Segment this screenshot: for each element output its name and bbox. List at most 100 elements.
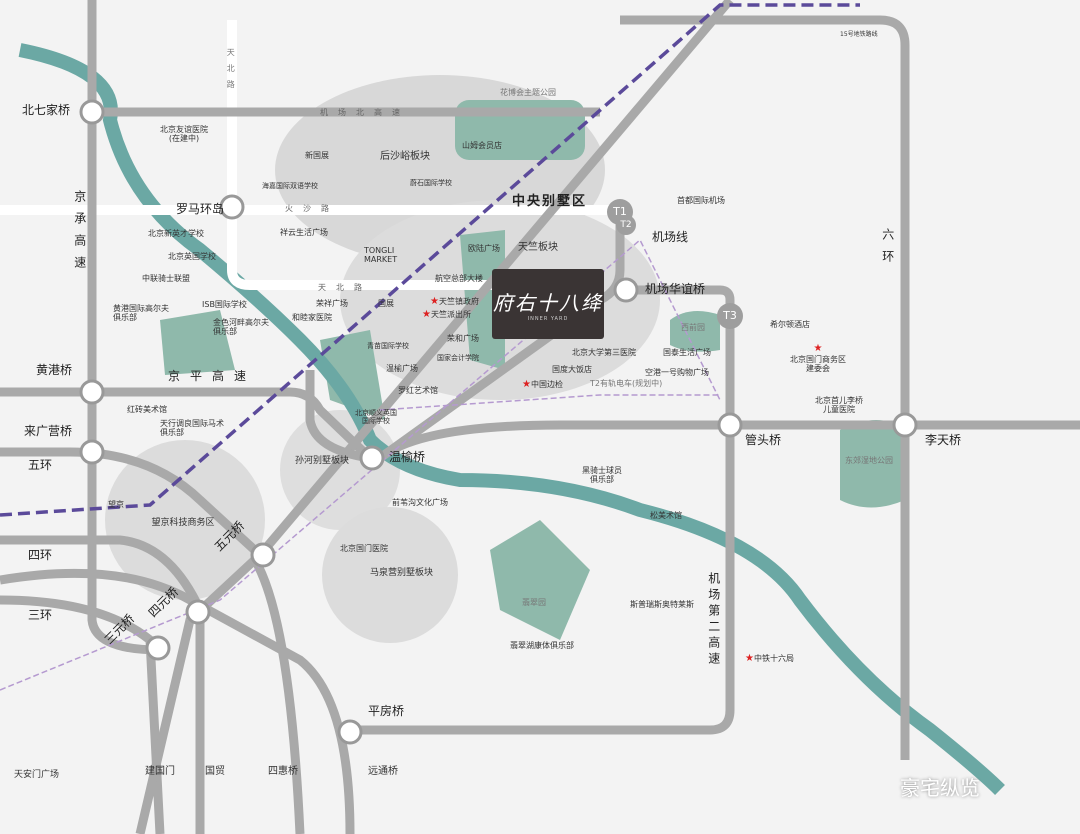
poi-pku3: 北京大学第三医院 bbox=[572, 348, 636, 357]
interchange-laiguangying: 来广营桥 bbox=[24, 424, 73, 438]
poi-hangkong: 航空总部大楼 bbox=[435, 274, 483, 283]
poi-guotai: 国泰生活广场 bbox=[663, 348, 711, 357]
poi-sams: 山姆会员店 bbox=[462, 141, 502, 150]
poi-xiangyun: 祥云生活广场 bbox=[280, 228, 328, 237]
park-xiqian bbox=[670, 311, 720, 352]
airport-line bbox=[0, 238, 721, 691]
poi-guomen-cbd: 北京国门商务区 建委会 bbox=[790, 354, 846, 373]
poi-wenyu-plaza: 温榆广场 bbox=[386, 364, 418, 373]
poi-huabo: 花博会主题公园 bbox=[500, 88, 556, 97]
poi-qingmiao: 青苗国际学校 bbox=[367, 342, 409, 350]
poi-airport: 首都国际机场 bbox=[677, 196, 725, 205]
interchange-litian: 李天桥 bbox=[925, 433, 962, 447]
park-golf bbox=[160, 310, 235, 375]
poi-hongzhuan: 红砖美术馆 bbox=[127, 405, 167, 414]
terminal-t3: T3 bbox=[717, 303, 743, 329]
zone-wangjing bbox=[105, 440, 265, 600]
poi-huanggang-golf: 黄港国际高尔夫 俱乐部 bbox=[113, 304, 169, 323]
poi-konggang: 空港一号购物广场 bbox=[645, 368, 709, 377]
poi-xinyingcai: 北京新英才学校 bbox=[148, 229, 204, 238]
poi-black-knight: 黑骑士球员 俱乐部 bbox=[582, 466, 622, 485]
road-tianbei-h: 天北路 bbox=[318, 283, 372, 292]
poi-haijia: 海嘉国际双语学校 bbox=[262, 182, 318, 190]
interchange-circles bbox=[79, 99, 918, 745]
logo-title: 府右十八绛 bbox=[493, 291, 603, 315]
poi-british: 北京英国学校 bbox=[168, 252, 216, 261]
poi-tiananmen: 天安门广场 bbox=[14, 770, 60, 780]
road-airport2: 机场第二高速 bbox=[706, 572, 721, 668]
poi-luohong: 罗红艺术馆 bbox=[398, 386, 438, 395]
zone-maquanying-label: 马泉营别墅板块 bbox=[370, 568, 434, 578]
poi-qianweigou: 前苇沟文化广场 bbox=[392, 498, 448, 507]
poi-guozhan: 国展 bbox=[378, 299, 394, 308]
poi-tianzhu-gov: 天竺镇政府 bbox=[438, 297, 479, 306]
poi-isb: ISB国际学校 bbox=[202, 300, 247, 309]
interchange-guantou: 管头桥 bbox=[745, 433, 782, 447]
poi-dongjiao: 东郊湿地公园 bbox=[845, 456, 893, 465]
poi-jinse-golf: 金色河畔高尔夫 俱乐部 bbox=[213, 318, 269, 337]
poi-yuantong: 远通桥 bbox=[368, 766, 398, 777]
zone-houshayu-label: 后沙峪板块 bbox=[380, 151, 430, 162]
road-wuhuan: 五环 bbox=[28, 458, 53, 472]
watermark: 豪宅纵览 bbox=[900, 776, 980, 800]
road-tianbei-v: 天北路 bbox=[226, 48, 236, 96]
poi-xiqian: 西前园 bbox=[681, 323, 705, 332]
poi-guodu: 国度大饭店 bbox=[552, 365, 592, 374]
road-liuhuan: 六环 bbox=[880, 228, 895, 272]
poi-feicui: 翡翠园 bbox=[522, 598, 546, 607]
interchange-luoma: 罗马环岛 bbox=[176, 202, 225, 216]
interchange-huayi: 机场华谊桥 bbox=[645, 282, 706, 296]
metro-line-15 bbox=[0, 3, 860, 517]
poi-sihui: 四惠桥 bbox=[268, 766, 298, 777]
interchange-beiqijia: 北七家桥 bbox=[22, 103, 71, 117]
poi-wangjing: 望京 bbox=[108, 500, 124, 509]
park-wenyu bbox=[320, 330, 385, 420]
poi-bianjian: 中国边检 bbox=[530, 380, 563, 389]
poi-kuaiji: 国家会计学院 bbox=[437, 354, 479, 362]
poi-zhonglian: 中联骑士联盟 bbox=[142, 274, 190, 283]
poi-tianxing: 天行调良国际马术 俱乐部 bbox=[160, 419, 224, 438]
park-feicui bbox=[490, 520, 590, 640]
poi-feicui-club: 翡翠湖康体俱乐部 bbox=[510, 641, 574, 650]
poi-xinguozhan: 新国展 bbox=[305, 151, 329, 160]
poi-youyi: 北京友谊医院 (在建中) bbox=[160, 125, 208, 144]
poi-jianguomen: 建国门 bbox=[145, 766, 175, 777]
poi-children: 北京首儿李桥 儿童医院 bbox=[815, 396, 863, 415]
zone-wangjing-cbd-label: 望京科技商务区 bbox=[151, 518, 215, 528]
park-dongjiao bbox=[840, 420, 905, 508]
poi-outlets: 斯普瑞斯奥特莱斯 bbox=[630, 600, 694, 609]
road-jingping: 京平高速 bbox=[168, 369, 257, 383]
poi-song: 松美术馆 bbox=[650, 511, 682, 520]
interchange-pingfang: 平房桥 bbox=[368, 704, 405, 718]
road-jingcheng: 京承高速 bbox=[72, 190, 87, 278]
poi-tianzhu-police: 天竺派出所 bbox=[430, 310, 471, 319]
poi-shunyi-school: 北京顺义英国 国际学校 bbox=[355, 409, 397, 426]
poi-hilton: 希尔顿酒店 bbox=[770, 320, 810, 329]
project-logo[interactable]: 府右十八绛 INNER YARD bbox=[492, 269, 604, 339]
poi-ronghe: 荣和广场 bbox=[447, 334, 479, 343]
road-metro15: 15号地铁路线 bbox=[840, 31, 878, 38]
poi-rongxiang: 荣祥广场 bbox=[316, 299, 348, 308]
road-airport-line: 机场线 bbox=[652, 230, 689, 244]
poi-hemujia: 和睦家医院 bbox=[292, 313, 332, 322]
river-wenyu bbox=[18, 43, 1005, 795]
road-tram: T2有轨电车(规划中) bbox=[590, 379, 663, 388]
poi-guomen-hosp: 北京国门医院 bbox=[340, 544, 388, 553]
road-sihuan: 四环 bbox=[28, 548, 53, 562]
zone-maquanying bbox=[322, 507, 458, 643]
zone-tianzhu-label: 天竺板块 bbox=[518, 242, 558, 253]
road-sanhuan: 三环 bbox=[28, 608, 53, 622]
interchange-huanggang: 黄港桥 bbox=[36, 363, 73, 377]
poi-tongli: TONGLI MARKET bbox=[364, 246, 398, 265]
zone-central-villa: 中央别墅区 bbox=[512, 194, 588, 209]
poi-ztsl: 中铁十六局 bbox=[753, 654, 794, 663]
poi-weishi: 蔚石国际学校 bbox=[410, 179, 452, 187]
logo-subtitle: INNER YARD bbox=[527, 316, 569, 322]
poi-oulu: 欧陆广场 bbox=[468, 244, 500, 253]
road-huosha: 火沙路 bbox=[285, 204, 339, 213]
interchange-wenyu: 温榆桥 bbox=[389, 450, 426, 464]
terminal-t2: T2 bbox=[616, 215, 636, 235]
tram-t2 bbox=[379, 394, 720, 411]
zone-sunhe-label: 孙河别墅板块 bbox=[295, 456, 350, 466]
